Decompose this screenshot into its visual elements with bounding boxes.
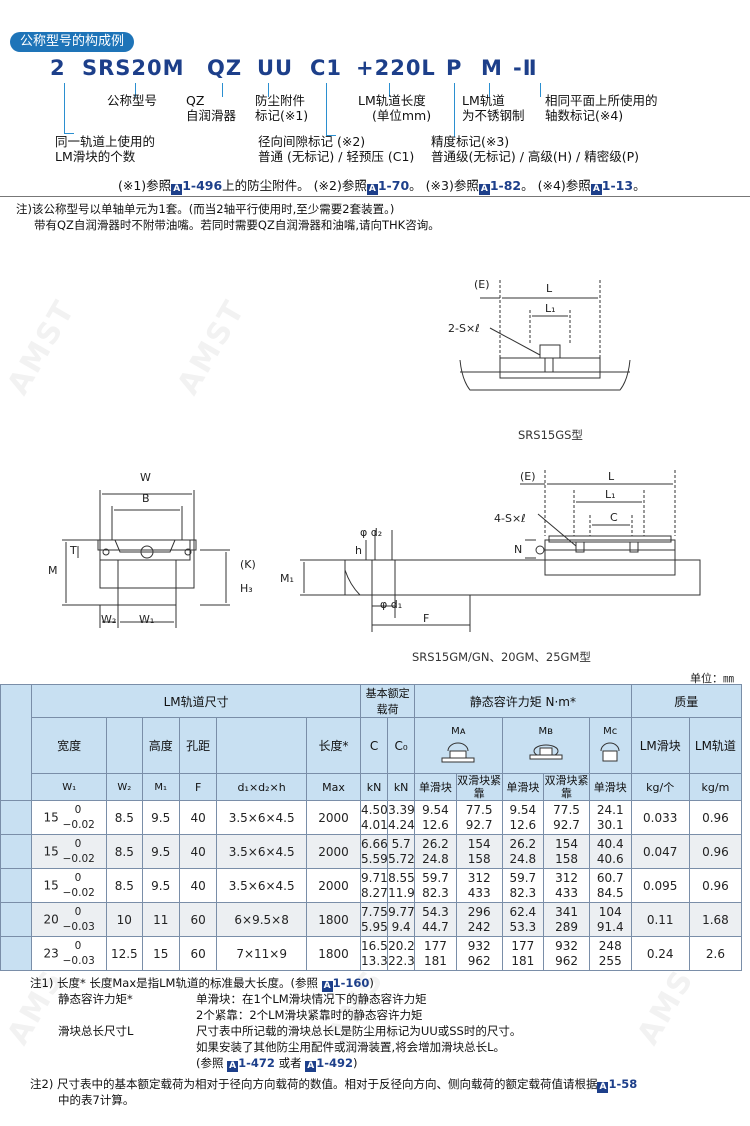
label-stainless: LM轨道为不锈钢制 — [462, 93, 525, 123]
footnote-moment-label: 静态容许力矩* — [58, 992, 133, 1006]
label-accuracy: 精度标记(※3)普通级(无标记) / 高级(H) / 精密级(P) — [431, 134, 640, 164]
svg-text:L: L — [608, 470, 615, 483]
svg-text:W₁: W₁ — [139, 613, 154, 626]
section-tag: 公称型号的构成例 — [10, 32, 135, 52]
svg-text:B: B — [142, 492, 150, 505]
header-width: 宽度 — [31, 717, 108, 774]
spec-table: LM轨道尺寸 基本额定载荷 静态容许力矩 N·m* 质量 宽度 高度 孔距 长度… — [0, 684, 743, 971]
code-count: 2 — [50, 56, 66, 80]
label-length: LM轨道长度(单位mm) — [358, 93, 432, 123]
header-height: 高度 — [141, 717, 180, 774]
svg-text:(K): (K) — [240, 558, 256, 571]
header-mb: Mʙ — [501, 717, 590, 774]
svg-text:4-S×ℓ: 4-S×ℓ — [494, 512, 526, 525]
header-pitch: 孔距 — [178, 717, 218, 774]
footnote-len-label: 滑块总长尺寸L — [58, 1024, 134, 1038]
footnote-2: 注2) 尺寸表中的基本额定载荷为相对于径向方向载荷的数值。相对于反径向方向、侧向… — [30, 1077, 638, 1093]
footnote-moment-2: 2个紧靠：2个LM滑块紧靠时的静态容许力矩 — [196, 1008, 423, 1022]
header-length: 长度* — [305, 717, 362, 774]
header-load: 基本额定载荷 — [360, 684, 416, 718]
header-moment: 静态容许力矩 N·m* — [414, 684, 632, 718]
svg-text:M: M — [48, 564, 58, 577]
svg-text:L₁: L₁ — [605, 488, 616, 501]
note-top-1: 注)该公称型号以单轴单元为1套。(而当2轴平行使用时,至少需要2套装置。) — [16, 202, 395, 216]
svg-text:(E): (E) — [520, 470, 536, 483]
label-nominal: 公称型号 — [107, 93, 158, 108]
code-seal: UU — [257, 56, 294, 80]
unit-label: 单位：㎜ — [690, 672, 734, 685]
moment-a-icon — [441, 742, 475, 762]
code-axes: -Ⅱ — [513, 56, 538, 80]
label-seal: 防尘附件标记(※1) — [255, 93, 309, 123]
moment-c-icon — [600, 742, 620, 761]
moment-b-icon — [529, 744, 563, 759]
svg-text:T: T — [69, 544, 77, 557]
svg-text:W: W — [140, 471, 151, 484]
svg-text:2-S×ℓ: 2-S×ℓ — [448, 322, 480, 335]
svg-text:L₁: L₁ — [545, 302, 556, 315]
header-mass: 质量 — [630, 684, 743, 718]
note-top-2: 带有QZ自润滑器时不附带油嘴。若同时需要QZ自润滑器和油嘴,请向THK咨询。 — [34, 218, 440, 232]
svg-text:F: F — [423, 612, 429, 625]
footnote-len-1: 尺寸表中所记载的滑块总长L是防尘用标记为UU或SS时的尺寸。 — [196, 1024, 522, 1038]
label-axes: 相同平面上所使用的轴数标记(※4) — [545, 93, 658, 123]
caption-gs: SRS15GS型 — [518, 428, 583, 442]
footnote-2b: 中的表7计算。 — [58, 1093, 135, 1107]
header-ma: Mᴀ — [414, 717, 503, 774]
header-rail: LM轨道尺寸 — [31, 684, 362, 718]
technical-drawing: (E) L L₁ 2-S×ℓ W B T M (K) — [48, 278, 701, 632]
code-length: +220L — [356, 56, 436, 80]
code-qz: QZ — [207, 56, 243, 80]
divider — [0, 196, 750, 197]
svg-text:C: C — [610, 511, 618, 524]
footnote-moment-1: 单滑块：在1个LM滑块情况下的静态容许力矩 — [196, 992, 427, 1006]
header-mc: Mᴄ — [588, 717, 632, 774]
svg-text:W₂: W₂ — [101, 613, 116, 626]
svg-text:φ d₂: φ d₂ — [360, 526, 382, 539]
code-model: SRS20M — [82, 56, 185, 80]
footnote-len-2: 如果安装了其他防尘用配件或润滑装置,将会增加滑块总长L。 — [196, 1040, 506, 1054]
svg-text:h: h — [355, 544, 362, 557]
svg-text:N: N — [514, 543, 522, 556]
svg-text:L: L — [546, 282, 553, 295]
svg-text:H₃: H₃ — [240, 582, 253, 595]
code-clearance: C1 — [310, 56, 343, 80]
code-accuracy: P — [446, 56, 463, 80]
caption-gm: SRS15GM/GN、20GM、25GM型 — [412, 650, 591, 664]
svg-text:φ d₁: φ d₁ — [380, 598, 402, 611]
svg-text:(E): (E) — [474, 278, 490, 291]
svg-text:M₁: M₁ — [280, 572, 294, 585]
code-stainless: M — [481, 56, 503, 80]
label-clearance: 径向间隙标记 (※2)普通 (无标记) / 轻预压 (C1) — [258, 134, 415, 164]
